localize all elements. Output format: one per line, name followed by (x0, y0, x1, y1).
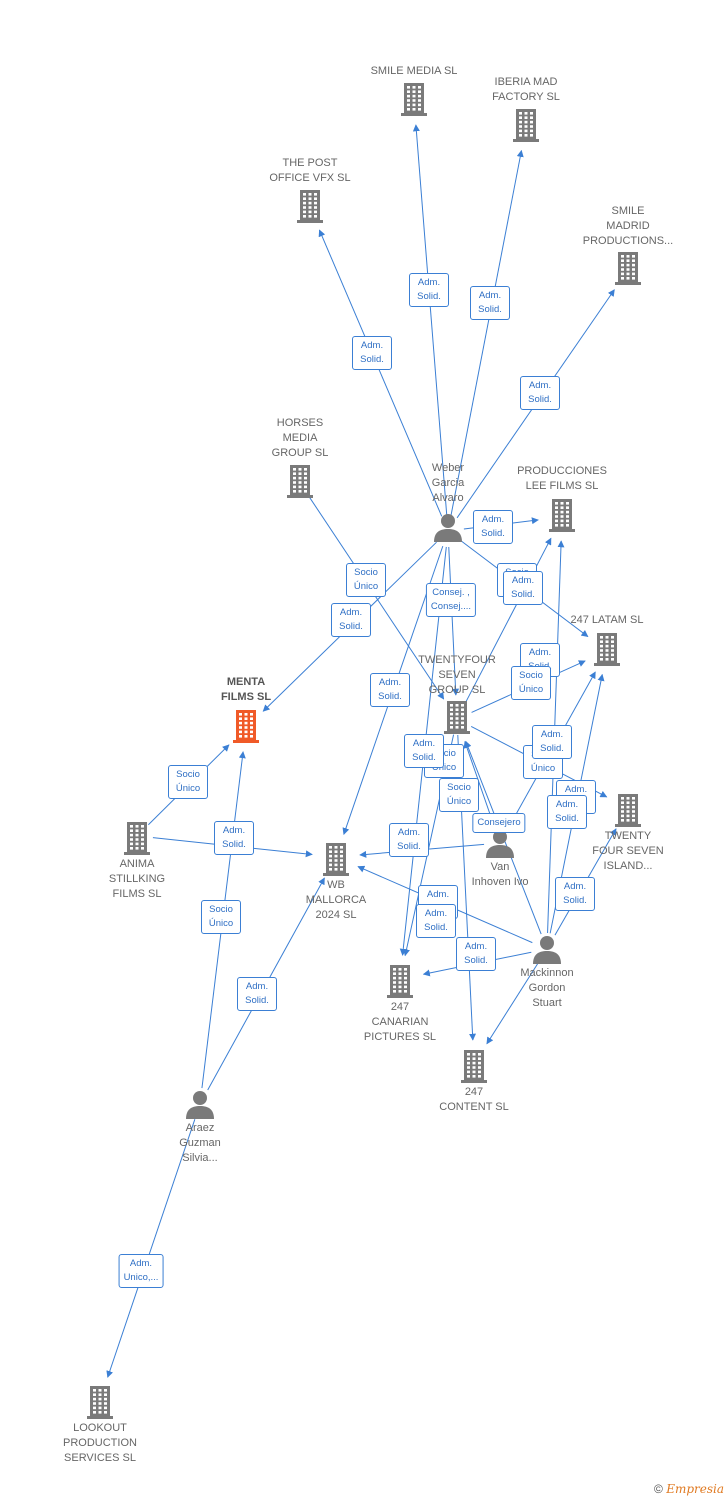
relation-badge[interactable]: Adm. Solid. (555, 877, 595, 911)
relation-badge[interactable]: Adm. Solid. (473, 510, 513, 544)
node-iberia-mad[interactable]: IBERIA MAD FACTORY SL (466, 75, 586, 144)
building-icon (387, 965, 413, 998)
relation-badge[interactable]: Adm. Solid. (404, 734, 444, 768)
relation-badge[interactable]: Socio Único (439, 778, 479, 812)
building-icon (87, 1386, 113, 1419)
building-icon (513, 109, 539, 142)
building-icon (444, 701, 470, 734)
relation-badge[interactable]: Consejero (472, 813, 526, 833)
node-van-inhoven[interactable]: Van Inhoven Ivo (440, 826, 560, 890)
building-icon (323, 843, 349, 876)
node-twentyfour-group[interactable]: TWENTYFOUR SEVEN GROUP SL (397, 653, 517, 736)
building-icon (233, 710, 259, 743)
node-label: IBERIA MAD FACTORY SL (492, 76, 560, 103)
node-label: PRODUCCIONES LEE FILMS SL (517, 465, 607, 492)
building-icon (287, 465, 313, 498)
node-weber[interactable]: Weber Garcia Alvaro (388, 461, 508, 544)
relation-badge[interactable]: Socio Único (346, 563, 386, 597)
person-icon (434, 514, 462, 542)
node-lookout[interactable]: LOOKOUT PRODUCTION SERVICES SL (40, 1383, 160, 1466)
node-label: LOOKOUT PRODUCTION SERVICES SL (63, 1422, 137, 1464)
relation-badge[interactable]: Adm. Solid. (331, 603, 371, 637)
edge-weber-to-iberia-mad (450, 149, 524, 516)
node-mackinnon[interactable]: Mackinnon Gordon Stuart (487, 932, 607, 1011)
relation-badge[interactable]: Adm. Solid. (389, 823, 429, 857)
node-smile-madrid[interactable]: SMILE MADRID PRODUCTIONS... (568, 204, 688, 287)
node-label: ANIMA STILLKING FILMS SL (108, 858, 166, 900)
node-latam-247[interactable]: 247 LATAM SL (547, 613, 667, 668)
node-canarian-247[interactable]: 247 CANARIAN PICTURES SL (340, 962, 460, 1045)
node-label: SMILE MEDIA SL (370, 65, 458, 77)
relation-badge[interactable]: Adm. Solid. (547, 795, 587, 829)
node-label: THE POST OFFICE VFX SL (269, 157, 351, 184)
relation-badge[interactable]: Adm. Solid. (503, 571, 543, 605)
node-anima-stillking[interactable]: ANIMA STILLKING FILMS SL (77, 819, 197, 902)
copyright-footer: © Empresia (654, 1482, 724, 1496)
relation-badge[interactable]: Socio Único (201, 900, 241, 934)
relation-badge[interactable]: Adm. Solid. (532, 725, 572, 759)
node-label: SMILE MADRID PRODUCTIONS... (582, 205, 674, 247)
node-label: TWENTYFOUR SEVEN GROUP SL (418, 654, 496, 696)
node-label: HORSES MEDIA GROUP SL (271, 417, 329, 459)
node-wb-mallorca[interactable]: WB MALLORCA 2024 SL (276, 840, 396, 923)
relation-badge[interactable]: Socio Único (168, 765, 208, 799)
edge-horses-media-to-twentyfour-group (308, 496, 445, 700)
person-icon (186, 1091, 214, 1119)
relation-badge[interactable]: Adm. Solid. (416, 904, 456, 938)
edge-araez-to-lookout (106, 1118, 196, 1378)
node-label: MENTA FILMS SL (220, 676, 272, 703)
relation-badge[interactable]: Adm. Solid. (470, 286, 510, 320)
relation-badge[interactable]: Socio Único (511, 666, 551, 700)
building-icon (461, 1050, 487, 1083)
building-icon (615, 252, 641, 285)
node-horses-media[interactable]: HORSES MEDIA GROUP SL (240, 416, 360, 500)
relation-badge[interactable]: Consej. , Consej.... (425, 583, 477, 617)
building-icon (549, 499, 575, 532)
building-icon (594, 633, 620, 666)
relation-badge[interactable]: Adm. Unico,... (118, 1254, 164, 1288)
edge-mackinnon-to-content-247 (486, 962, 539, 1045)
building-icon (615, 794, 641, 827)
edge-weber-to-smile-media (412, 124, 448, 516)
relation-badge[interactable]: Adm. Solid. (352, 336, 392, 370)
relation-badge[interactable]: Adm. Solid. (214, 821, 254, 855)
node-producciones-lee[interactable]: PRODUCCIONES LEE FILMS SL (502, 464, 622, 534)
node-label: Van Inhoven Ivo (471, 861, 529, 888)
building-icon (297, 190, 323, 223)
edge-weber-to-the-post (318, 229, 443, 517)
node-label: Weber Garcia Alvaro (431, 462, 465, 504)
person-icon (533, 936, 561, 964)
relation-badge[interactable]: Adm. Solid. (409, 273, 449, 307)
empresia-logo[interactable]: Empresia (666, 1482, 724, 1496)
node-twenty-four-seven-island[interactable]: TWENTY FOUR SEVEN ISLAND... (568, 791, 688, 874)
edge-weber-to-twentyfour-group (448, 546, 460, 696)
node-label: 247 LATAM SL (570, 614, 644, 626)
node-label: 247 CONTENT SL (439, 1086, 509, 1113)
node-label: WB MALLORCA 2024 SL (305, 879, 367, 921)
building-icon (401, 83, 427, 116)
relation-badge[interactable]: Adm. Solid. (370, 673, 410, 707)
relation-badge[interactable]: Adm. Solid. (237, 977, 277, 1011)
relation-badge[interactable]: Adm. Solid. (456, 937, 496, 971)
node-the-post[interactable]: THE POST OFFICE VFX SL (250, 156, 370, 225)
copyright-icon: © (654, 1482, 663, 1496)
relation-badge[interactable]: Adm. Solid. (520, 376, 560, 410)
node-label: Mackinnon Gordon Stuart (520, 967, 574, 1009)
building-icon (124, 822, 150, 855)
node-smile-media[interactable]: SMILE MEDIA SL (354, 64, 474, 118)
node-content-247[interactable]: 247 CONTENT SL (414, 1047, 534, 1115)
person-icon (486, 830, 514, 858)
node-label: TWENTY FOUR SEVEN ISLAND... (592, 830, 664, 872)
node-label: 247 CANARIAN PICTURES SL (363, 1001, 437, 1043)
node-menta-films[interactable]: MENTA FILMS SL (186, 675, 306, 745)
node-araez[interactable]: Araez Guzman Silvia... (140, 1087, 260, 1166)
node-label: Araez Guzman Silvia... (179, 1122, 221, 1164)
